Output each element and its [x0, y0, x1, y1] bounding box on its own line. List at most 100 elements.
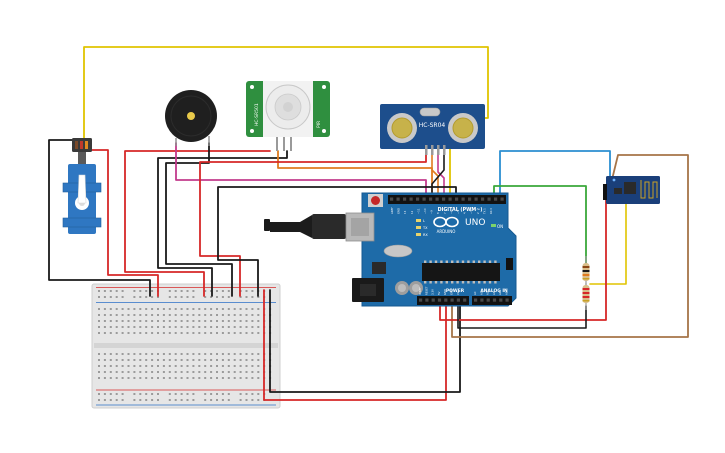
- breadboard-rail-hole: [98, 399, 100, 401]
- digital-header: [388, 195, 506, 204]
- breadboard-hole: [233, 308, 236, 310]
- breadboard-hole: [115, 320, 118, 322]
- bottom-pin-label: IOREF: [418, 287, 422, 295]
- piezo-buzzer[interactable]: [165, 90, 217, 146]
- breadboard-hole: [239, 353, 242, 355]
- breadboard-hole: [186, 332, 189, 334]
- breadboard-rail-hole: [204, 296, 207, 298]
- breadboard-hole: [204, 320, 207, 322]
- pir-left-label: HC-SR501: [254, 103, 260, 126]
- breadboard-rail-hole: [151, 393, 154, 395]
- breadboard-hole: [227, 314, 230, 316]
- ultrasonic-sensor[interactable]: HC-SR04: [380, 104, 485, 155]
- breadboard-hole: [186, 353, 189, 355]
- chip-pin: [472, 281, 475, 284]
- breadboard-hole: [210, 353, 213, 355]
- breadboard-hole: [174, 359, 177, 361]
- atmega-chip: [422, 263, 500, 281]
- breadboard-hole: [239, 359, 242, 361]
- breadboard-hole: [157, 359, 159, 361]
- breadboard-hole: [162, 308, 165, 310]
- digital-header-hole: [448, 197, 452, 201]
- esp8266-wifi-module[interactable]: [603, 176, 660, 204]
- breadboard-rail-hole: [109, 296, 112, 298]
- resistor-1[interactable]: [582, 256, 590, 290]
- breadboard-rail-hole: [121, 290, 124, 292]
- atmega-chip-pins: [424, 260, 497, 284]
- breadboard-hole: [245, 371, 248, 373]
- breadboard-hole: [139, 353, 142, 355]
- servo-mount-tab-bottom: [62, 217, 102, 228]
- breadboard-rail-hole: [139, 393, 142, 395]
- breadboard-hole: [157, 332, 159, 334]
- wire-black-buzzer: [165, 142, 233, 297]
- breadboard-rail-hole: [109, 399, 112, 401]
- breadboard-rail-hole: [168, 290, 171, 292]
- breadboard-hole: [115, 326, 118, 328]
- breadboard-rail-hole: [192, 399, 195, 401]
- resistor-1-band-3: [582, 274, 590, 276]
- breadboard-hole: [251, 314, 254, 316]
- board-led-label: L: [423, 219, 425, 223]
- reset-button[interactable]: [371, 196, 380, 205]
- breadboard-rail-hole: [174, 290, 177, 292]
- digital-header-hole: [481, 197, 485, 201]
- breadboard-hole: [109, 308, 112, 310]
- breadboard-hole: [192, 332, 195, 334]
- breadboard-hole: [133, 314, 136, 316]
- breadboard-hole: [145, 353, 148, 355]
- chip-pin: [467, 260, 470, 263]
- breadboard-hole: [127, 377, 130, 379]
- chip-pin: [461, 260, 465, 263]
- breadboard-hole: [227, 353, 230, 355]
- wire-black-pir-ground: [157, 150, 288, 297]
- breadboard-rail-hole: [103, 393, 106, 395]
- esp-led: [612, 178, 616, 182]
- analog-header-hole: [474, 298, 478, 302]
- breadboard-hole: [239, 314, 242, 316]
- digital-header-hole: [442, 197, 446, 201]
- breadboard-hole: [115, 371, 118, 373]
- breadboard-hole: [227, 371, 230, 373]
- breadboard-rail-hole: [121, 296, 124, 298]
- digital-header-hole: [422, 197, 426, 201]
- breadboard-hole: [180, 353, 183, 355]
- breadboard-hole: [157, 314, 159, 316]
- wire-orange-pir-signal: [277, 150, 433, 194]
- ultrasonic-pin-vcc: [425, 145, 428, 155]
- arduino-uno[interactable]: DIGITAL (PWM~) POWER ANALOG IN ARDUINO U…: [264, 192, 517, 307]
- breadboard-rail-hole: [180, 399, 183, 401]
- resistor-2-band-1: [582, 288, 590, 290]
- breadboard-hole: [151, 332, 154, 334]
- breadboard-hole: [227, 326, 230, 328]
- breadboard-hole: [180, 365, 183, 367]
- ultrasonic-crystal: [419, 107, 441, 117]
- bottom-pin-label: A3: [492, 291, 496, 295]
- breadboard[interactable]: [91, 283, 281, 409]
- breadboard-hole: [151, 371, 154, 373]
- breadboard-rail-hole: [139, 399, 142, 401]
- wire-red-5v-rail: [263, 289, 447, 401]
- breadboard-hole: [210, 365, 213, 367]
- breadboard-rail-hole: [245, 399, 248, 401]
- breadboard-hole: [162, 320, 165, 322]
- breadboard-hole: [145, 326, 148, 328]
- breadboard-hole: [198, 332, 201, 334]
- usb-b-port-inner: [351, 218, 369, 236]
- bottom-pin-label: A2: [486, 291, 490, 295]
- breadboard-hole: [109, 371, 112, 373]
- breadboard-hole: [98, 308, 100, 310]
- breadboard-hole: [257, 308, 260, 310]
- servo-motor[interactable]: [62, 138, 102, 234]
- resistor-2[interactable]: [582, 283, 590, 310]
- breadboard-hole: [103, 359, 106, 361]
- breadboard-hole: [174, 308, 177, 310]
- breadboard-hole: [174, 353, 177, 355]
- chip-pin: [494, 260, 497, 263]
- breadboard-hole: [133, 359, 136, 361]
- breadboard-rail-hole: [139, 296, 142, 298]
- pir-sensor[interactable]: HC-SR501 PIR: [246, 81, 330, 151]
- breadboard-rail-hole: [121, 399, 124, 401]
- breadboard-hole: [115, 308, 118, 310]
